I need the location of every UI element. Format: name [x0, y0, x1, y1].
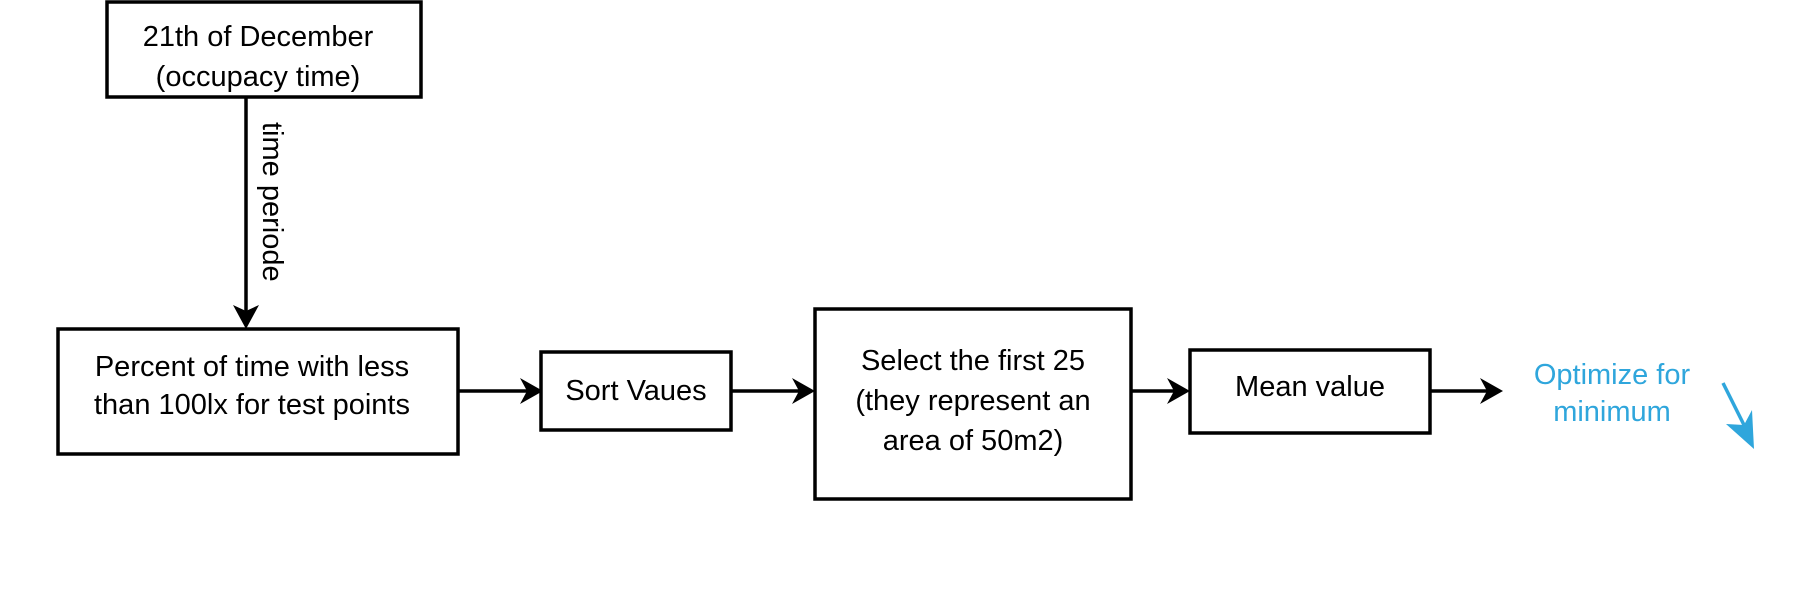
node-mean-value: Mean value: [1188, 348, 1432, 435]
arrowhead-icon: [792, 378, 815, 404]
node-select-line-1: Select the first 25: [861, 345, 1085, 377]
edge-label-time-periode: time periode: [256, 122, 288, 282]
arrowhead-icon: [1480, 378, 1503, 404]
node-occupancy-line-1: 21th of December: [143, 21, 374, 53]
node-select-line-2: (they represent an: [855, 385, 1090, 417]
node-sort-line-1: Sort Vaues: [565, 375, 706, 407]
node-select-line-3: area of 50m2): [883, 425, 1064, 457]
node-occupancy-line-2: (occupacy time): [156, 61, 361, 93]
node-mean-line-1: Mean value: [1235, 371, 1385, 403]
node-occupancy-time: 21th of December (occupacy time): [105, 0, 423, 99]
arrowhead-icon: [233, 305, 259, 329]
node-percent-line-1: Percent of time with less: [95, 351, 409, 383]
node-percent-line-2: than 100lx for test points: [94, 389, 410, 421]
node-percent-of-time: Percent of time with less than 100lx for…: [56, 327, 460, 456]
node-sort-values: Sort Vaues: [539, 350, 733, 432]
node-select-first-25: Select the first 25 (they represent an a…: [813, 307, 1133, 501]
arrowhead-icon: [1167, 378, 1190, 404]
edge-percent-to-sort: [458, 378, 543, 404]
arrow-down-right-icon: [1721, 382, 1754, 449]
edge-select-to-mean: [1131, 378, 1190, 404]
goal-optimize-minimum: Optimize for minimum: [1534, 359, 1754, 449]
goal-line-2: minimum: [1553, 396, 1671, 428]
arrowhead-icon: [520, 378, 543, 404]
edge-mean-to-goal: [1430, 378, 1503, 404]
goal-line-1: Optimize for: [1534, 359, 1691, 391]
edge-occupancy-to-percent: time periode: [233, 97, 288, 329]
edge-sort-to-select: [731, 378, 815, 404]
